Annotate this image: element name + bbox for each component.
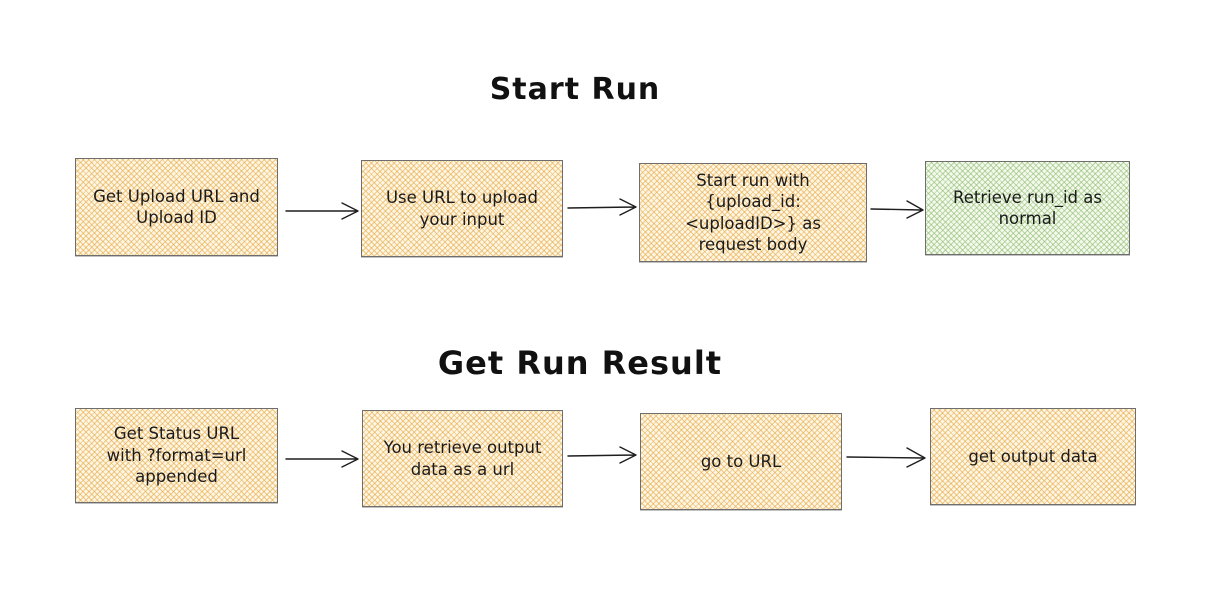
node-label: get output data: [968, 446, 1098, 466]
node-get-output-data[interactable]: get output data: [930, 408, 1136, 505]
node-label: Start run with {upload_id: <uploadID>} a…: [685, 170, 821, 254]
node-get-upload-url[interactable]: Get Upload URL and Upload ID: [75, 158, 278, 256]
node-label: Retrieve run_id as normal: [953, 187, 1102, 228]
flow-arrow[interactable]: [284, 198, 362, 226]
section-title-start-run: Start Run: [489, 72, 661, 107]
node-go-to-url[interactable]: go to URL: [640, 413, 842, 510]
flow-arrow[interactable]: [284, 446, 362, 474]
flow-arrow[interactable]: [845, 444, 929, 472]
node-use-url-to-upload[interactable]: Use URL to upload your input: [361, 160, 563, 257]
flow-arrow[interactable]: [566, 442, 640, 470]
node-retrieve-output-data-url[interactable]: You retrieve output data as a url: [362, 410, 563, 507]
node-start-run-with-upload-id[interactable]: Start run with {upload_id: <uploadID>} a…: [639, 163, 867, 262]
node-get-status-url[interactable]: Get Status URL with ?format=url appended: [75, 408, 278, 503]
node-retrieve-run-id[interactable]: Retrieve run_id as normal: [925, 161, 1130, 255]
section-title-get-run-result: Get Run Result: [437, 344, 723, 382]
flow-arrow[interactable]: [566, 194, 640, 222]
node-label: Get Upload URL and Upload ID: [93, 186, 260, 227]
node-label: Use URL to upload your input: [385, 188, 539, 229]
flow-arrow[interactable]: [869, 196, 927, 224]
node-label: Get Status URL with ?format=url appended: [106, 424, 247, 487]
node-label: You retrieve output data as a url: [383, 438, 542, 479]
node-label: go to URL: [700, 451, 782, 471]
